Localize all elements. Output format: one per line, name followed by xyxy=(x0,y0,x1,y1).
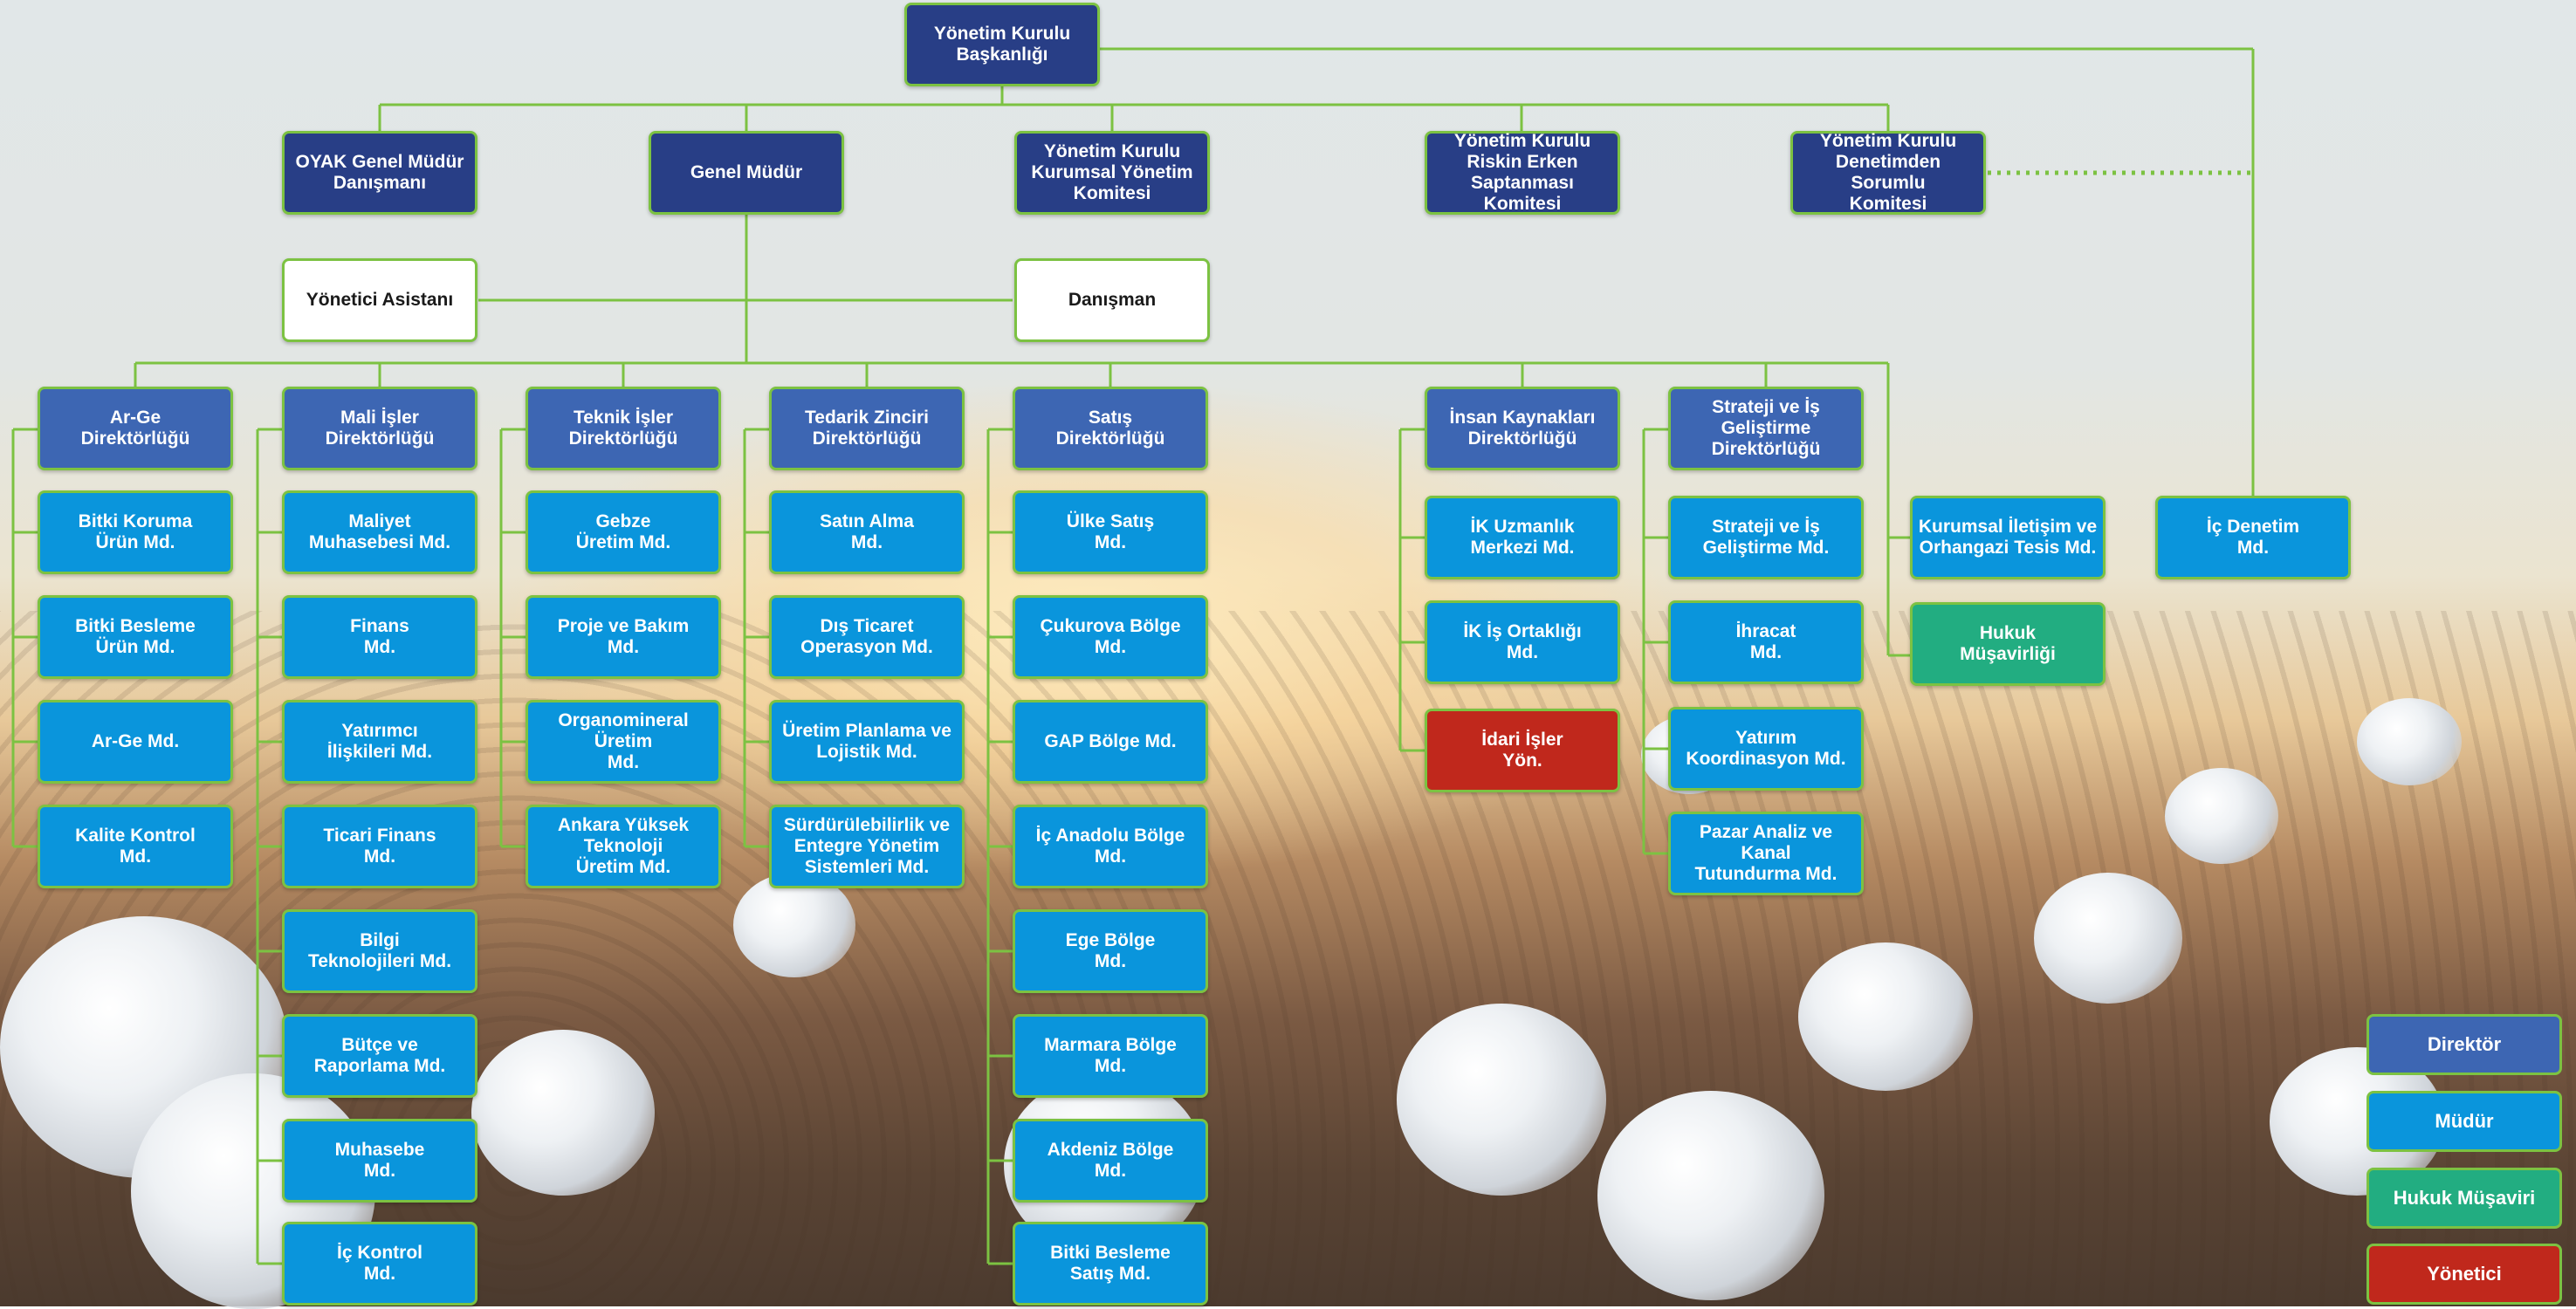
cotton-boll-decoration xyxy=(2357,698,2462,785)
general-manager-box[interactable]: Genel Müdür xyxy=(649,131,844,215)
unit-box[interactable]: İK İş Ortaklığı Md. xyxy=(1425,600,1620,684)
unit-box[interactable]: Ankara Yüksek Teknoloji Üretim Md. xyxy=(526,805,721,888)
cotton-boll-decoration xyxy=(1397,1004,1606,1196)
unit-box[interactable]: Proje ve Bakım Md. xyxy=(526,595,721,679)
unit-box[interactable]: Akdeniz Bölge Md. xyxy=(1013,1119,1208,1203)
cotton-boll-decoration xyxy=(1798,942,1973,1091)
directorate-finance[interactable]: Mali İşler Direktörlüğü xyxy=(282,387,477,470)
cotton-boll-decoration xyxy=(2034,873,2182,1004)
unit-box[interactable]: İhracat Md. xyxy=(1668,600,1864,684)
directorate-sales[interactable]: Satış Direktörlüğü xyxy=(1013,387,1208,470)
board-chair-box[interactable]: Yönetim Kurulu Başkanlığı xyxy=(904,3,1100,86)
unit-box[interactable]: Gebze Üretim Md. xyxy=(526,490,721,574)
unit-box[interactable]: Bitki Koruma Ürün Md. xyxy=(38,490,233,574)
unit-box[interactable]: Ticari Finans Md. xyxy=(282,805,477,888)
unit-box[interactable]: Bitki Besleme Ürün Md. xyxy=(38,595,233,679)
directorate-strategy[interactable]: Strateji ve İş Geliştirme Direktörlüğü xyxy=(1668,387,1864,470)
unit-box[interactable]: Üretim Planlama ve Lojistik Md. xyxy=(769,700,965,784)
unit-box[interactable]: Sürdürülebilirlik ve Entegre Yönetim Sis… xyxy=(769,805,965,888)
unit-box[interactable]: İç Kontrol Md. xyxy=(282,1222,477,1306)
unit-box[interactable]: Bilgi Teknolojileri Md. xyxy=(282,909,477,993)
governance-committee-box[interactable]: Yönetim Kurulu Kurumsal Yönetim Komitesi xyxy=(1014,131,1210,215)
directorate-arge[interactable]: Ar-Ge Direktörlüğü xyxy=(38,387,233,470)
legend-legal-counsel: Hukuk Müşaviri xyxy=(2366,1168,2562,1229)
legend-director: Direktör xyxy=(2366,1014,2562,1075)
legend-executive: Yönetici xyxy=(2366,1244,2562,1305)
unit-box[interactable]: Yatırım Koordinasyon Md. xyxy=(1668,707,1864,791)
legal-counsel-box[interactable]: Hukuk Müşavirliği xyxy=(1910,602,2105,686)
unit-box[interactable]: Maliyet Muhasebesi Md. xyxy=(282,490,477,574)
unit-box[interactable]: Kalite Kontrol Md. xyxy=(38,805,233,888)
admin-affairs-box[interactable]: İdari İşler Yön. xyxy=(1425,709,1620,792)
corporate-communication-box[interactable]: Kurumsal İletişim ve Orhangazi Tesis Md. xyxy=(1910,496,2105,579)
unit-box[interactable]: Muhasebe Md. xyxy=(282,1119,477,1203)
legend-manager: Müdür xyxy=(2366,1091,2562,1152)
executive-assistant-box[interactable]: Yönetici Asistanı xyxy=(282,258,477,342)
directorate-supply-chain[interactable]: Tedarik Zinciri Direktörlüğü xyxy=(769,387,965,470)
unit-box[interactable]: Bitki Besleme Satış Md. xyxy=(1013,1222,1208,1306)
unit-box[interactable]: Finans Md. xyxy=(282,595,477,679)
cotton-boll-decoration xyxy=(733,873,855,977)
unit-box[interactable]: Ar-Ge Md. xyxy=(38,700,233,784)
unit-box[interactable]: GAP Bölge Md. xyxy=(1013,700,1208,784)
unit-box[interactable]: Marmara Bölge Md. xyxy=(1013,1014,1208,1098)
unit-box[interactable]: Strateji ve İş Geliştirme Md. xyxy=(1668,496,1864,579)
unit-box[interactable]: Dış Ticaret Operasyon Md. xyxy=(769,595,965,679)
unit-box[interactable]: Ege Bölge Md. xyxy=(1013,909,1208,993)
unit-box[interactable]: Pazar Analiz ve Kanal Tutundurma Md. xyxy=(1668,812,1864,895)
unit-box[interactable]: Ülke Satış Md. xyxy=(1013,490,1208,574)
internal-audit-box[interactable]: İç Denetim Md. xyxy=(2155,496,2351,579)
unit-box[interactable]: Yatırımcı İlişkileri Md. xyxy=(282,700,477,784)
cotton-boll-decoration xyxy=(2165,768,2278,864)
unit-box[interactable]: Çukurova Bölge Md. xyxy=(1013,595,1208,679)
audit-committee-box[interactable]: Yönetim Kurulu Denetimden Sorumlu Komite… xyxy=(1790,131,1986,215)
unit-box[interactable]: Satın Alma Md. xyxy=(769,490,965,574)
oyak-advisor-box[interactable]: OYAK Genel Müdür Danışmanı xyxy=(282,131,477,215)
unit-box[interactable]: Bütçe ve Raporlama Md. xyxy=(282,1014,477,1098)
advisor-box[interactable]: Danışman xyxy=(1014,258,1210,342)
directorate-hr[interactable]: İnsan Kaynakları Direktörlüğü xyxy=(1425,387,1620,470)
risk-committee-box[interactable]: Yönetim Kurulu Riskin Erken Saptanması K… xyxy=(1425,131,1620,215)
directorate-technical[interactable]: Teknik İşler Direktörlüğü xyxy=(526,387,721,470)
unit-box[interactable]: İK Uzmanlık Merkezi Md. xyxy=(1425,496,1620,579)
cotton-boll-decoration xyxy=(1597,1091,1824,1300)
unit-box[interactable]: Organomineral Üretim Md. xyxy=(526,700,721,784)
cotton-boll-decoration xyxy=(471,1030,655,1196)
unit-box[interactable]: İç Anadolu Bölge Md. xyxy=(1013,805,1208,888)
